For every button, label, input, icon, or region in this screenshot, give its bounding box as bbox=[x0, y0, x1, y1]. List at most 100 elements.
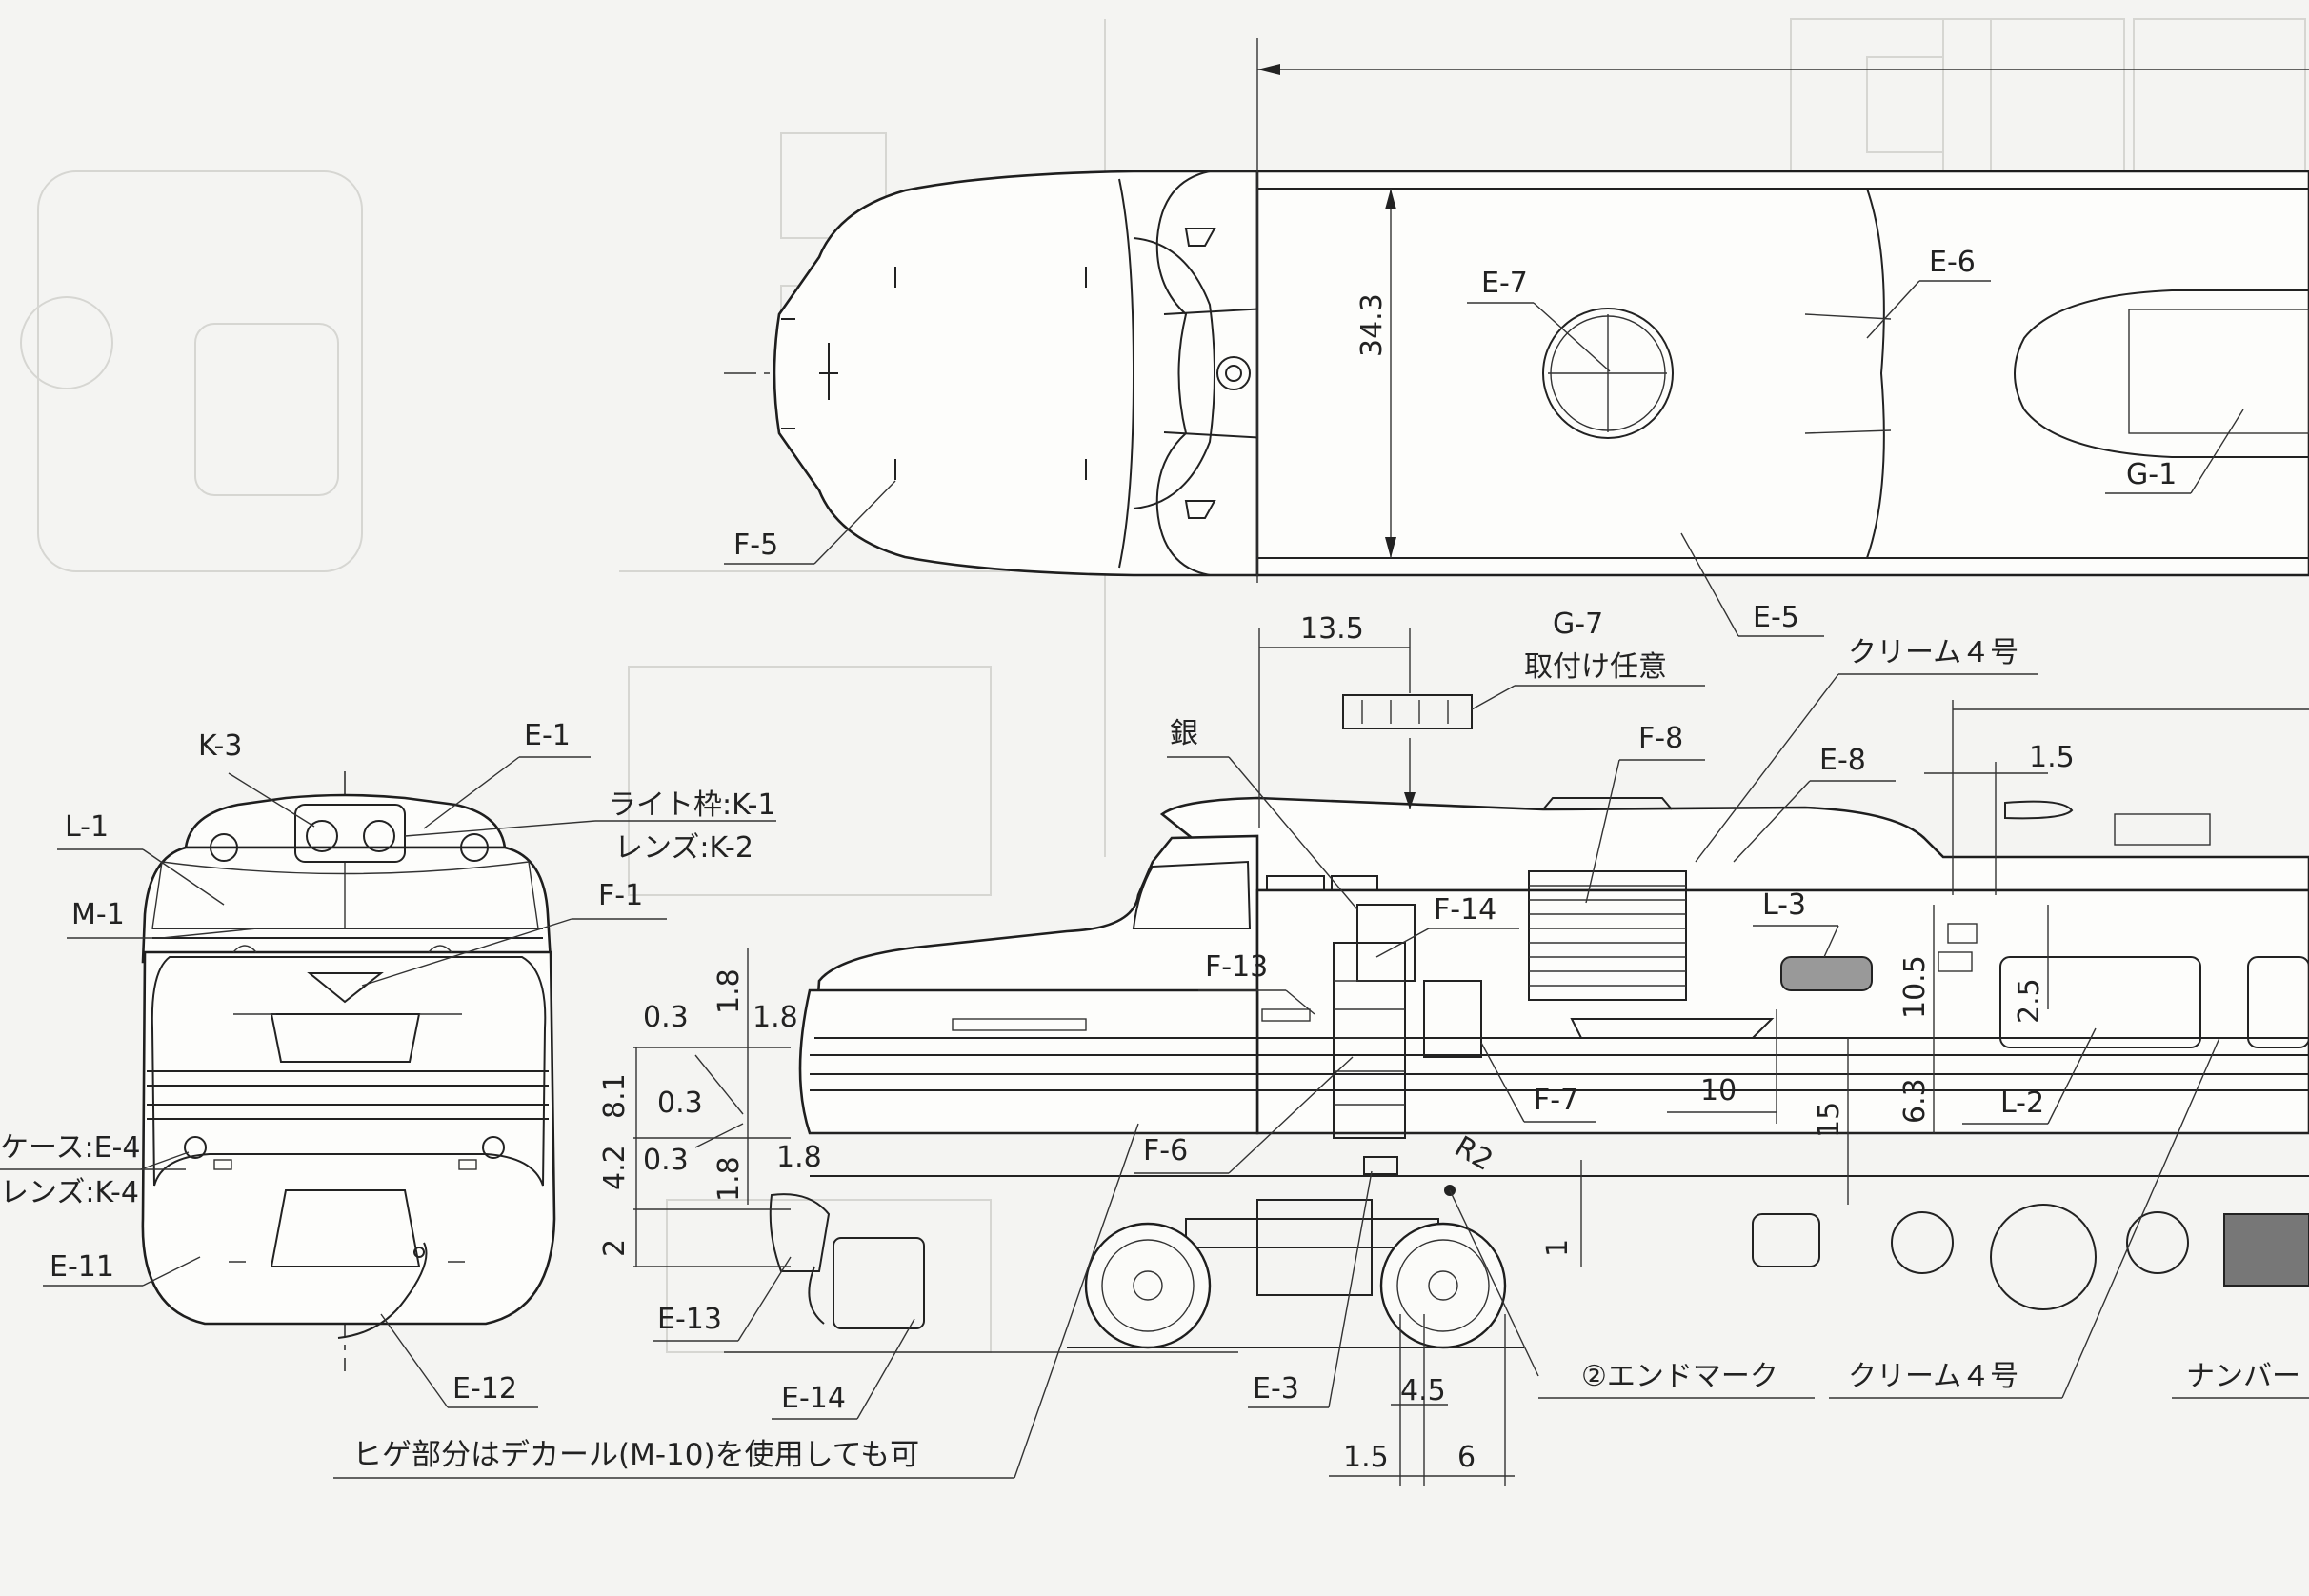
air-tank bbox=[1752, 1213, 1820, 1267]
tail-light-left-icon bbox=[184, 1136, 207, 1159]
headlight-left-icon bbox=[306, 820, 338, 852]
label-g1: G-1 bbox=[2126, 458, 2177, 491]
headlight-frame bbox=[294, 804, 406, 863]
label-cream-top: クリーム４号 bbox=[1848, 636, 2018, 669]
top-horn-icon bbox=[1216, 356, 1251, 390]
label-light-frame: ライト枠:K-1 bbox=[608, 788, 776, 822]
coupler-hose bbox=[337, 1242, 428, 1339]
label-number: ナンバー bbox=[2186, 1360, 2300, 1393]
label-f14: F-14 bbox=[1434, 893, 1496, 927]
front-emblem bbox=[307, 972, 384, 1004]
label-end-mark: ②エンドマーク bbox=[1581, 1360, 1778, 1393]
label-l1: L-1 bbox=[65, 810, 109, 844]
label-m1: M-1 bbox=[71, 898, 125, 931]
marker-light-right-icon bbox=[460, 833, 489, 862]
top-view: 34.3 bbox=[724, 38, 2309, 583]
label-f7: F-7 bbox=[1534, 1084, 1578, 1117]
top-view-labels: F-5 E-7 E-6 E-5 G-1 bbox=[724, 246, 2244, 637]
front-view bbox=[141, 771, 556, 1371]
dim-1-8-b: 1.8 bbox=[753, 1001, 798, 1034]
front-grille-box bbox=[270, 1013, 421, 1063]
bogie-center bbox=[1256, 1199, 1373, 1296]
dim-8-1: 8.1 bbox=[598, 1073, 632, 1119]
label-e13: E-13 bbox=[657, 1303, 722, 1336]
label-k3: K-3 bbox=[198, 729, 242, 763]
dim-1-8-d: 1.8 bbox=[776, 1141, 822, 1174]
label-g7-note: 取付け任意 bbox=[1524, 650, 1667, 684]
dim-1-5-bottom: 1.5 bbox=[1343, 1441, 1389, 1474]
label-case-e4: ケース:E-4 bbox=[0, 1131, 140, 1165]
underfloor-box bbox=[769, 1193, 831, 1272]
dim-1-5-top: 1.5 bbox=[2029, 741, 2075, 774]
label-e6: E-6 bbox=[1929, 246, 1976, 279]
jnr-logo bbox=[1570, 1018, 1775, 1039]
cab-door-frame bbox=[1333, 942, 1406, 1139]
dim-6-3: 6.3 bbox=[1898, 1078, 1932, 1124]
battery-box-icon bbox=[1891, 1211, 1954, 1274]
top-nose bbox=[773, 170, 1259, 577]
dim-0-3-a: 0.3 bbox=[643, 1001, 689, 1034]
label-lens-k2: レンズ:K-2 bbox=[614, 831, 753, 865]
front-windshield bbox=[151, 861, 539, 929]
label-e8: E-8 bbox=[1819, 744, 1866, 777]
label-e7: E-7 bbox=[1481, 267, 1528, 300]
dim-13-5: 13.5 bbox=[1300, 612, 1364, 646]
dim-15: 15 bbox=[1813, 1102, 1846, 1138]
label-e1: E-1 bbox=[524, 719, 571, 752]
label-e5: E-5 bbox=[1753, 601, 1799, 634]
headlight-right-icon bbox=[363, 820, 395, 852]
wheel-front-icon bbox=[1084, 1222, 1212, 1349]
dim-0-3-c: 0.3 bbox=[643, 1144, 689, 1177]
label-f13: F-13 bbox=[1205, 950, 1268, 984]
dim-2-5: 2.5 bbox=[2013, 978, 2046, 1024]
front-view-labels: K-3 E-1 L-1 M-1 ライト枠:K-1 レンズ:K-2 F-1 ケース… bbox=[0, 719, 776, 1408]
dim-6: 6 bbox=[1457, 1441, 1476, 1474]
dim-0-3-b: 0.3 bbox=[657, 1087, 703, 1120]
label-l2: L-2 bbox=[2000, 1087, 2044, 1120]
side-view bbox=[724, 694, 2309, 1377]
side-panel bbox=[1423, 980, 1482, 1058]
dim-2: 2 bbox=[598, 1239, 632, 1257]
side-view-labels: G-7 取付け任意 クリーム４号 銀 F-8 E-8 F-14 F-13 L-3… bbox=[653, 608, 2309, 1420]
label-e14: E-14 bbox=[781, 1382, 846, 1415]
tail-light-right-icon bbox=[482, 1136, 505, 1159]
roof-fan-icon bbox=[1542, 308, 1674, 439]
side-horn-icon bbox=[2004, 800, 2074, 820]
roof-radiator-panel bbox=[2014, 289, 2309, 458]
label-e3: E-3 bbox=[1253, 1372, 1299, 1406]
dim-1-8-c: 1.8 bbox=[713, 1156, 746, 1202]
front-main-body bbox=[141, 950, 556, 1326]
label-f5: F-5 bbox=[733, 529, 778, 562]
side-nose-lower bbox=[798, 988, 1259, 1135]
dim-r2: R2 bbox=[1449, 1130, 1498, 1178]
dim-4-2: 4.2 bbox=[598, 1145, 632, 1190]
label-g7: G-7 bbox=[1553, 608, 1603, 641]
label-cream-bottom: クリーム４号 bbox=[1848, 1360, 2018, 1393]
label-e11: E-11 bbox=[50, 1250, 114, 1284]
side-window-l2 bbox=[1999, 956, 2201, 1048]
marker-light-left-icon bbox=[210, 833, 238, 862]
label-f1: F-1 bbox=[598, 879, 643, 912]
plate-l3 bbox=[1780, 956, 1873, 991]
footnote: ヒゲ部分はデカール(M-10)を使用しても可 bbox=[333, 1123, 1139, 1479]
side-roof bbox=[1159, 796, 2309, 892]
side-cab-window bbox=[1132, 860, 1252, 929]
dim-1: 1 bbox=[1541, 1239, 1575, 1257]
fuel-tank-icon bbox=[1990, 1204, 2097, 1310]
label-e12: E-12 bbox=[452, 1372, 517, 1406]
dim-34-3: 34.3 bbox=[1355, 293, 1389, 357]
front-skirt bbox=[270, 1189, 421, 1267]
label-f8: F-8 bbox=[1638, 722, 1683, 755]
dim-10-5: 10.5 bbox=[1898, 955, 1932, 1019]
dim-10: 10 bbox=[1700, 1074, 1737, 1107]
dim-4-5: 4.5 bbox=[1400, 1374, 1446, 1407]
footnote-text: ヒゲ部分はデカール(M-10)を使用しても可 bbox=[352, 1438, 919, 1472]
label-l3: L-3 bbox=[1762, 888, 1806, 922]
label-f6: F-6 bbox=[1143, 1134, 1188, 1167]
vent-g7 bbox=[1342, 694, 1473, 729]
dim-1-8-a: 1.8 bbox=[713, 968, 746, 1014]
label-silver: 銀 bbox=[1170, 717, 1198, 750]
label-lens-k4: レンズ:K-4 bbox=[0, 1176, 139, 1209]
radiator-grille bbox=[1528, 870, 1687, 1001]
